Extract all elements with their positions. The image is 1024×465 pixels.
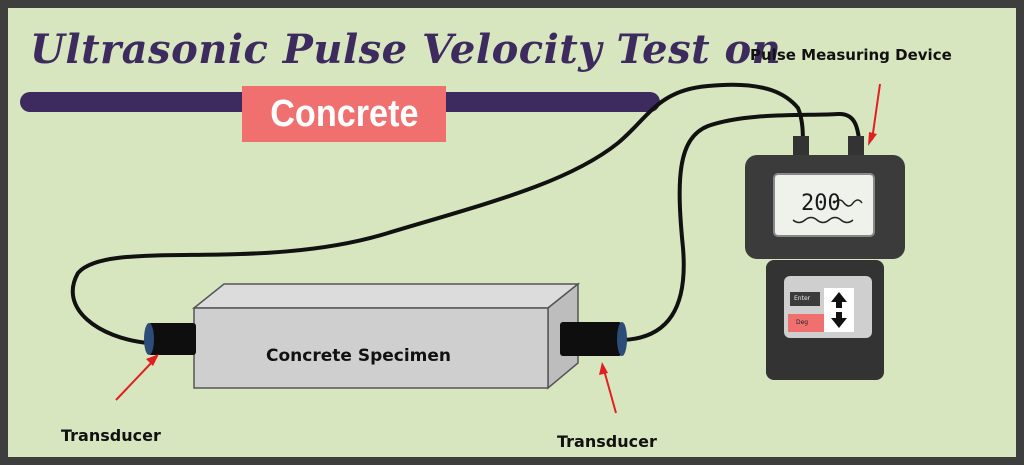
arrow-transducer-left: [115, 359, 155, 401]
label-transducer-left: Transducer: [61, 426, 161, 445]
cable-right: [622, 112, 862, 342]
transducer-right: [560, 322, 627, 356]
diagram-graphics: [20, 82, 905, 414]
subtitle-text: Concrete: [269, 92, 419, 135]
label-concrete-specimen: Concrete Specimen: [266, 346, 452, 366]
arrow-transducer-right: [603, 369, 617, 414]
screen-wave-lower: [792, 216, 854, 224]
screen-wave: [833, 199, 863, 207]
label-transducer-right: Transducer: [557, 432, 657, 451]
transducer-left: [144, 323, 196, 355]
cable-left: [70, 82, 805, 345]
pulse-measuring-device: [745, 136, 905, 380]
device-key-deg: Deg: [796, 319, 809, 326]
subtitle-badge: Concrete: [242, 86, 446, 142]
device-display-reading: 200: [801, 191, 841, 216]
pointer-arrows: [115, 83, 881, 414]
arrow-device: [871, 83, 881, 141]
arrow-up-icon: [831, 292, 847, 308]
device-key-enter: Enter: [794, 295, 811, 302]
concrete-specimen: [191, 282, 581, 390]
diagram-canvas: Ultrasonic Pulse Velocity Test on Concre…: [8, 8, 1016, 457]
page-title: Ultrasonic Pulse Velocity Test on: [30, 26, 782, 73]
label-pulse-measuring-device: Pulse Measuring Device: [750, 46, 952, 64]
arrow-down-icon: [831, 312, 847, 328]
